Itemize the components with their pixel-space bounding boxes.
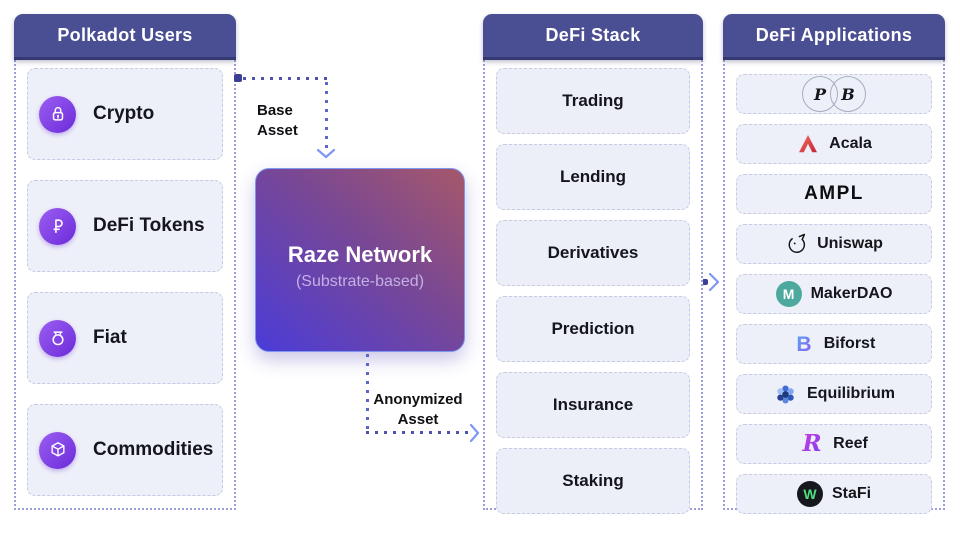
user-item-defi-tokens: DeFi Tokens bbox=[27, 180, 223, 272]
flow-start-dot bbox=[234, 74, 242, 82]
app-item-polkadot-bitcoin: P B bbox=[736, 74, 932, 114]
app-item-label: MakerDAO bbox=[810, 285, 893, 302]
user-item-label: DeFi Tokens bbox=[93, 215, 205, 236]
biforst-logo-icon: B bbox=[793, 332, 815, 356]
app-item-label: Biforst bbox=[823, 335, 876, 352]
user-item-crypto: Crypto bbox=[27, 68, 223, 160]
defi-token-icon bbox=[39, 207, 76, 245]
app-item-ampl: AMPL bbox=[736, 174, 932, 214]
stack-item-derivatives: Derivatives bbox=[496, 220, 690, 286]
reef-logo-icon: R bbox=[800, 431, 824, 457]
polkadot-users-header: Polkadot Users bbox=[14, 14, 236, 60]
anonymized-asset-label: Anonymized Asset bbox=[373, 391, 463, 428]
user-item-label: Commodities bbox=[93, 439, 214, 460]
stack-item-insurance: Insurance bbox=[496, 372, 690, 438]
stafi-logo-icon: W bbox=[796, 481, 823, 507]
app-item-uniswap: Uniswap bbox=[736, 224, 932, 264]
equilibrium-logo-icon bbox=[773, 382, 798, 407]
app-item-label: Uniswap bbox=[817, 235, 883, 252]
raze-network-box: Raze Network (Substrate-based) bbox=[255, 168, 465, 352]
app-item-biforst: B Biforst bbox=[736, 324, 932, 364]
base-asset-arrow-horizontal bbox=[243, 77, 327, 80]
raze-network-title: Raze Network bbox=[287, 241, 433, 267]
app-item-label: Acala bbox=[829, 135, 872, 152]
anonymized-asset-arrow-vertical bbox=[366, 354, 369, 431]
bitcoin-coin-icon: B bbox=[830, 76, 866, 112]
raze-network-subtitle: (Substrate-based) bbox=[295, 272, 425, 290]
flow-start-dot bbox=[702, 279, 708, 285]
arrow-right-icon bbox=[709, 273, 720, 291]
svg-text:B: B bbox=[796, 333, 811, 356]
svg-text:R: R bbox=[802, 431, 822, 457]
anonymized-asset-arrow-horizontal bbox=[366, 431, 470, 434]
defi-stack-header: DeFi Stack bbox=[483, 14, 703, 60]
app-item-makerdao: M MakerDAO bbox=[736, 274, 932, 314]
app-item-reef: R Reef bbox=[736, 424, 932, 464]
stack-item-staking: Staking bbox=[496, 448, 690, 514]
defi-applications-column: DeFi Applications P B Acala AMP bbox=[723, 14, 945, 514]
stack-item-prediction: Prediction bbox=[496, 296, 690, 362]
polkadot-users-column: Polkadot Users Crypto bbox=[14, 14, 236, 510]
defi-applications-body: P B Acala AMPL bbox=[723, 60, 945, 514]
makerdao-logo-icon: M bbox=[775, 281, 802, 307]
user-item-label: Fiat bbox=[93, 327, 127, 348]
ampl-wordmark: AMPL bbox=[804, 183, 864, 204]
polkadot-users-body: Crypto DeFi Tokens bbox=[14, 60, 236, 510]
app-item-equilibrium: Equilibrium bbox=[736, 374, 932, 414]
fiat-coin-icon bbox=[39, 319, 76, 357]
acala-logo-icon bbox=[796, 132, 820, 156]
defi-stack-body: Trading Lending Derivatives Prediction I… bbox=[483, 60, 703, 514]
app-item-acala: Acala bbox=[736, 124, 932, 164]
defi-applications-header: DeFi Applications bbox=[723, 14, 945, 60]
arrow-right-icon bbox=[470, 424, 480, 442]
app-item-label: StaFi bbox=[831, 485, 872, 502]
defi-stack-column: DeFi Stack Trading Lending Derivatives P… bbox=[483, 14, 703, 514]
lock-icon bbox=[39, 95, 76, 133]
base-asset-label: Base Asset bbox=[257, 102, 298, 139]
stack-item-trading: Trading bbox=[496, 68, 690, 134]
base-asset-arrow-vertical bbox=[325, 82, 328, 148]
app-item-label: Equilibrium bbox=[807, 385, 895, 402]
user-item-commodities: Commodities bbox=[27, 404, 223, 496]
user-item-label: Crypto bbox=[93, 103, 155, 124]
uniswap-unicorn-icon bbox=[785, 233, 808, 256]
user-item-fiat: Fiat bbox=[27, 292, 223, 384]
stack-item-lending: Lending bbox=[496, 144, 690, 210]
commodities-cube-icon bbox=[39, 431, 76, 469]
app-item-stafi: W StaFi bbox=[736, 474, 932, 514]
arrow-down-icon bbox=[317, 149, 335, 159]
app-item-label: Reef bbox=[833, 435, 868, 452]
